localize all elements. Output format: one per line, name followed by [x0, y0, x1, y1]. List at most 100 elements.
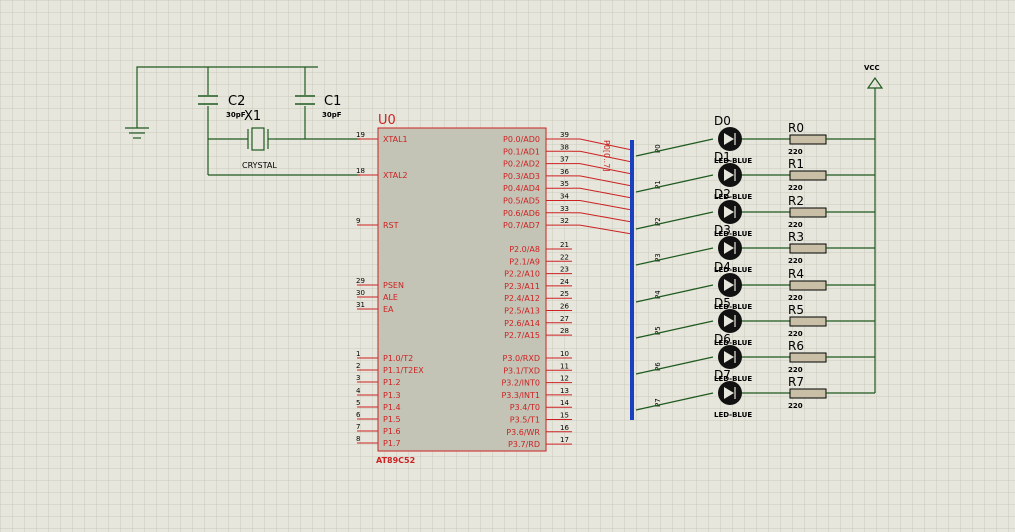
crystal-x1[interactable]: [247, 127, 275, 151]
pin-name: P3.2/INT0: [501, 379, 540, 388]
resistor-icon[interactable]: [789, 352, 827, 363]
resistor-ref: R6: [788, 339, 804, 353]
resistor-ref: R4: [788, 267, 804, 281]
led-wire: [635, 174, 714, 193]
led-ref: D7: [714, 368, 731, 382]
pin-number: 2: [356, 362, 360, 370]
resistor-value: 220: [788, 366, 803, 374]
bus-entry: [579, 187, 633, 199]
led-icon[interactable]: [718, 236, 742, 260]
led-wire: [635, 356, 714, 375]
capacitor-c1[interactable]: [295, 95, 315, 105]
pin-number: 21: [560, 241, 569, 249]
pin-name: P3.3/INT1: [501, 391, 540, 400]
bus-tap-label: P3: [654, 253, 662, 262]
led-icon[interactable]: [718, 200, 742, 224]
pin-name: P1.3: [383, 391, 401, 400]
resistor-icon[interactable]: [789, 134, 827, 145]
led-icon[interactable]: [718, 309, 742, 333]
pin-number: 27: [560, 315, 569, 323]
chip-body[interactable]: [377, 127, 547, 452]
resistor-icon[interactable]: [789, 280, 827, 291]
vcc-label: VCC: [864, 64, 880, 72]
resistor-icon[interactable]: [789, 207, 827, 218]
ground-wire: [136, 66, 318, 128]
capacitor-c2[interactable]: [198, 95, 218, 105]
led-ref: D1: [714, 150, 731, 164]
pin-number: 8: [356, 435, 360, 443]
crystal-name: CRYSTAL: [242, 161, 277, 170]
resistor-icon[interactable]: [789, 316, 827, 327]
led-type: LED-BLUE: [714, 303, 752, 311]
resistor-icon[interactable]: [789, 388, 827, 399]
led-icon[interactable]: [718, 273, 742, 297]
chip-part: AT89C52: [376, 456, 415, 465]
ground-icon[interactable]: [125, 127, 149, 139]
bus-tap-label: P0: [654, 144, 662, 153]
resistor-icon[interactable]: [789, 170, 827, 181]
pin-name: P3.7/RD: [508, 440, 540, 449]
led-icon[interactable]: [718, 163, 742, 187]
led-type: LED-BLUE: [714, 266, 752, 274]
resistor-value: 220: [788, 294, 803, 302]
resistor-icon[interactable]: [789, 243, 827, 254]
led-icon[interactable]: [718, 381, 742, 405]
led-wire: [635, 392, 714, 411]
pin-number: 37: [560, 156, 569, 164]
bus-tap-label: P6: [654, 362, 662, 371]
chip-ref: U0: [378, 113, 396, 128]
pin-name: P2.7/A15: [504, 331, 540, 340]
vcc-arrow-icon[interactable]: [866, 76, 884, 89]
pin-name: P0.2/AD2: [503, 160, 540, 169]
led-icon[interactable]: [718, 345, 742, 369]
led-icon[interactable]: [718, 127, 742, 151]
pin-name: P0.6/AD6: [503, 209, 540, 218]
pin-number: 25: [560, 290, 569, 298]
bus-tap-label: P2: [654, 217, 662, 226]
pin-name: P1.6: [383, 427, 401, 436]
resistor-ref: R1: [788, 157, 804, 171]
